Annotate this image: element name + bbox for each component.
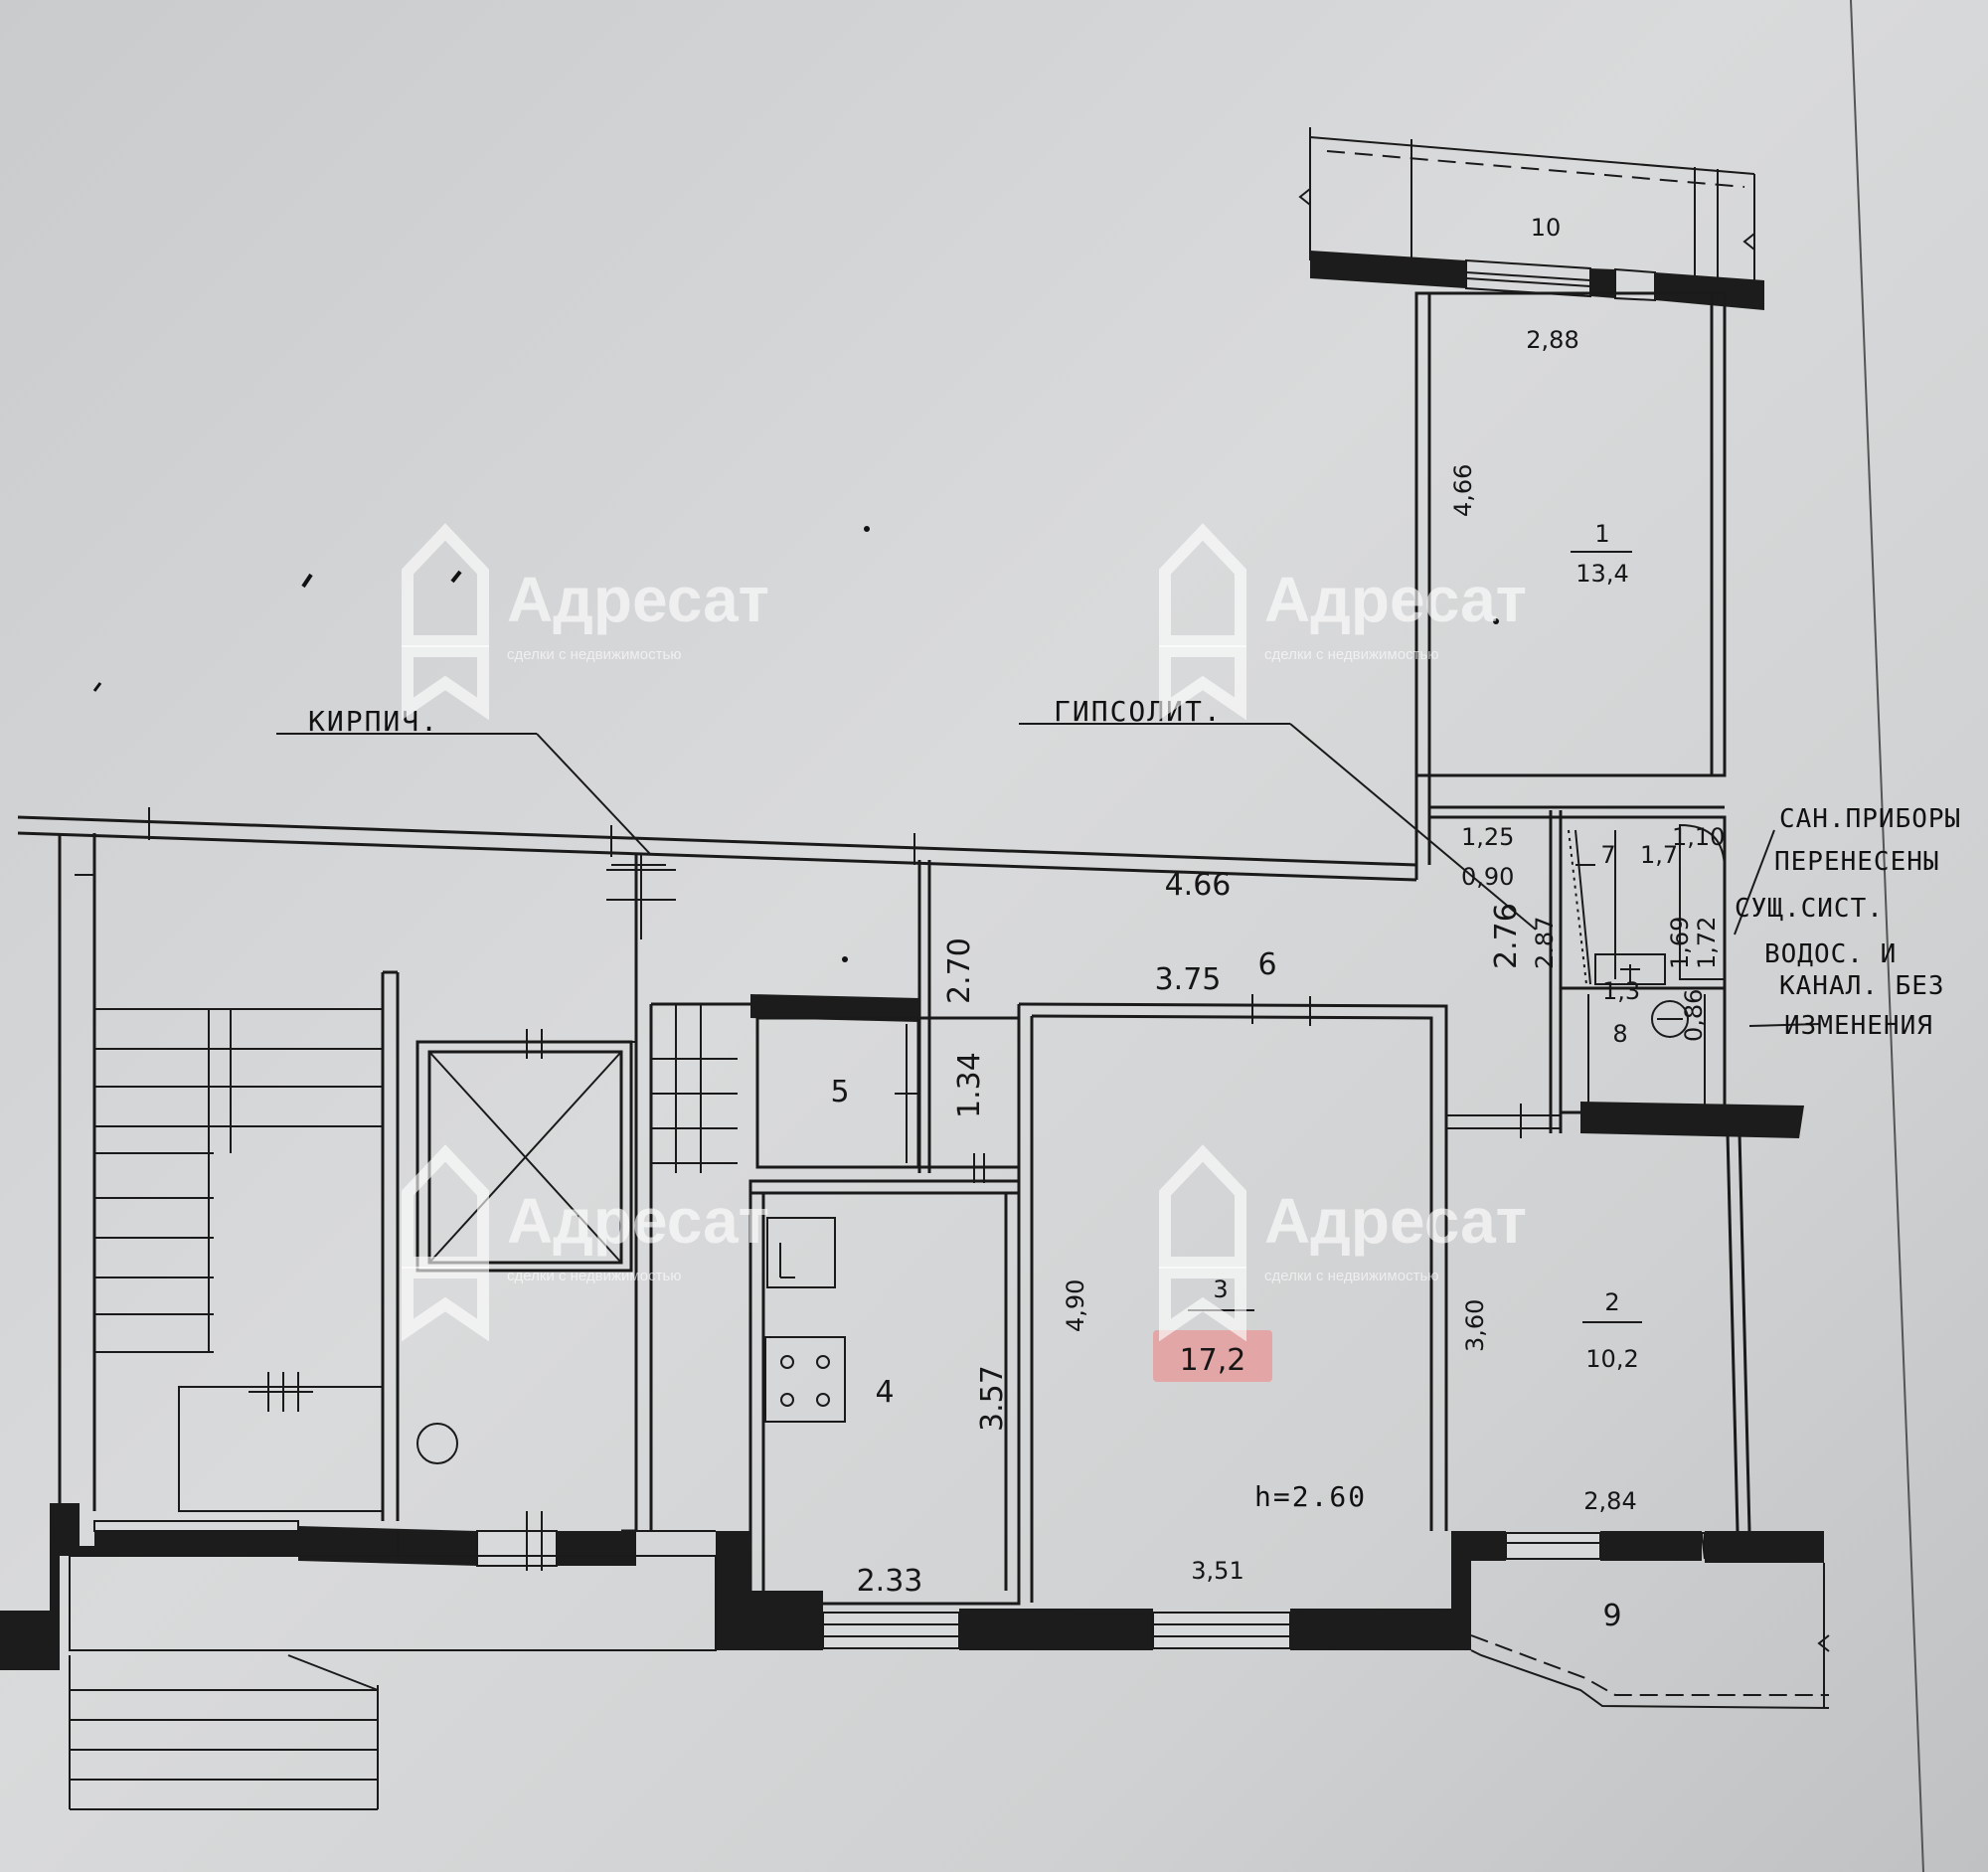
dim-bath-d: 1,69 xyxy=(1666,917,1694,969)
watermark-4: Адресат сделки с недвижимостью xyxy=(1159,1144,1527,1342)
room-labels: 10 1 13,4 6 5 3 17,2 2 10,2 4 9 7 1,7 8 … xyxy=(830,214,1678,1633)
dim-r1-length: 4,66 xyxy=(1449,464,1477,517)
dim-r3-width: 3,51 xyxy=(1191,1557,1243,1585)
room-4-walls xyxy=(748,1179,1021,1606)
annotation-gypsolite: ГИПСОЛИТ. xyxy=(1054,695,1223,728)
dim-corr-top: 4.66 xyxy=(1165,868,1232,903)
dim-r10-width: 2,88 xyxy=(1526,326,1578,354)
dim-r4-width: 2.33 xyxy=(857,1564,923,1599)
note-line-2: ПЕРЕНЕСЕНЫ xyxy=(1774,847,1940,877)
room-3-number: 3 xyxy=(1213,1276,1228,1303)
room-5-number: 5 xyxy=(830,1075,849,1109)
room-9-number: 9 xyxy=(1602,1599,1621,1633)
elevator-shaft xyxy=(415,1029,636,1464)
room-1-walls xyxy=(1414,291,1727,777)
leader-lines xyxy=(276,723,1820,1027)
room-7-area: 1,7 xyxy=(1640,841,1678,869)
page-edge-line xyxy=(1850,0,1924,1872)
watermark-3: Адресат сделки с недвижимостью xyxy=(402,1144,769,1342)
dim-corr-right: 2.76 xyxy=(1489,903,1524,969)
watermark-subtitle: сделки с недвижимостью xyxy=(1264,1268,1439,1284)
stair-hall xyxy=(58,833,750,1533)
annotations: КИРПИЧ. ГИПСОЛИТ. h=2.60 САН.ПРИБОРЫ ПЕР… xyxy=(308,695,1961,1513)
room-2-walls xyxy=(1444,1128,1751,1532)
dim-bath-b: 0,90 xyxy=(1461,863,1514,891)
room-10-number: 10 xyxy=(1531,214,1562,242)
room-8-area: 1,3 xyxy=(1602,977,1640,1005)
watermark-subtitle: сделки с недвижимостью xyxy=(507,646,682,663)
note-line-4: ВОДОС. И xyxy=(1764,939,1897,969)
note-line-3: СУЩ.СИСТ. xyxy=(1735,894,1884,924)
stove-icon xyxy=(764,1336,846,1423)
note-line-5: КАНАЛ. БЕЗ xyxy=(1779,971,1945,1001)
dim-bath-e: 1,72 xyxy=(1693,917,1721,969)
stair-hall-top-wall xyxy=(17,807,1417,882)
dim-bath-c: 1,10 xyxy=(1672,823,1725,851)
trash-chute-icon xyxy=(416,1423,458,1464)
dim-r4-height: 3.57 xyxy=(975,1365,1010,1432)
watermark-subtitle: сделки с недвижимостью xyxy=(507,1268,682,1284)
dim-r2-height: 3,60 xyxy=(1461,1299,1489,1352)
room-5-walls xyxy=(750,994,1021,1183)
brick-wall-marker xyxy=(611,855,666,1004)
room-2-area: 10,2 xyxy=(1585,1345,1638,1373)
wall-hatch xyxy=(606,855,676,939)
note-line-6: ИЗМЕНЕНИЯ xyxy=(1784,1011,1933,1041)
house-logo-icon xyxy=(1159,523,1246,647)
annotation-ceiling-height: h=2.60 xyxy=(1254,1480,1367,1513)
room-4-number: 4 xyxy=(875,1375,894,1410)
watermark-title: Адресат xyxy=(507,564,769,635)
balcony-9 xyxy=(1470,1563,1830,1709)
room-6-number: 6 xyxy=(1257,947,1276,982)
watermark-1: Адресат сделки с недвижимостью xyxy=(402,523,769,721)
watermark-title: Адресат xyxy=(1264,564,1527,635)
dim-r5-depth: 1.34 xyxy=(952,1052,987,1118)
house-logo-icon xyxy=(1159,1144,1246,1269)
entrance-porch xyxy=(0,1503,717,1810)
annotation-brick: КИРПИЧ. xyxy=(308,705,439,738)
balcony-10 xyxy=(1298,127,1755,308)
room-7-number: 7 xyxy=(1600,841,1615,869)
wall-room-1-top xyxy=(1310,251,1764,310)
dim-corr-side: 2.70 xyxy=(942,937,977,1004)
watermark-title: Адресат xyxy=(507,1185,769,1257)
dim-r2-width: 2,84 xyxy=(1583,1487,1636,1515)
room-3-area: 17,2 xyxy=(1180,1343,1246,1378)
dim-corr-mid: 3.75 xyxy=(1155,962,1222,997)
dim-bath-a: 1,25 xyxy=(1461,823,1514,851)
room-2-number: 2 xyxy=(1604,1288,1619,1316)
area-highlight xyxy=(1153,1330,1272,1382)
dimension-labels: 2,88 4,66 4.66 3.75 2.70 1.34 2.76 2.87 … xyxy=(857,326,1726,1599)
dim-corr-right2: 2.87 xyxy=(1531,917,1559,969)
watermark-subtitle: сделки с недвижимостью xyxy=(1264,646,1439,663)
dim-wc-a: 0,86 xyxy=(1680,989,1708,1042)
room-1-area: 13,4 xyxy=(1575,560,1628,588)
watermark-title: Адресат xyxy=(1264,1185,1527,1257)
room-8-number: 8 xyxy=(1612,1020,1627,1048)
house-logo-icon xyxy=(402,1144,489,1269)
note-line-1: САН.ПРИБОРЫ xyxy=(1779,804,1961,834)
stairs-right xyxy=(651,1004,738,1173)
dim-r3-height: 4,90 xyxy=(1062,1279,1089,1332)
watermark-2: Адресат сделки с недвижимостью xyxy=(1159,523,1527,721)
house-logo-icon xyxy=(402,523,489,647)
stray-marks xyxy=(92,526,1499,962)
stairs xyxy=(94,1008,384,1512)
sink-icon xyxy=(766,1217,836,1288)
room-1-number: 1 xyxy=(1594,520,1609,548)
exterior-wall-bottom xyxy=(716,1531,1824,1650)
wall-segment xyxy=(1580,1102,1804,1138)
